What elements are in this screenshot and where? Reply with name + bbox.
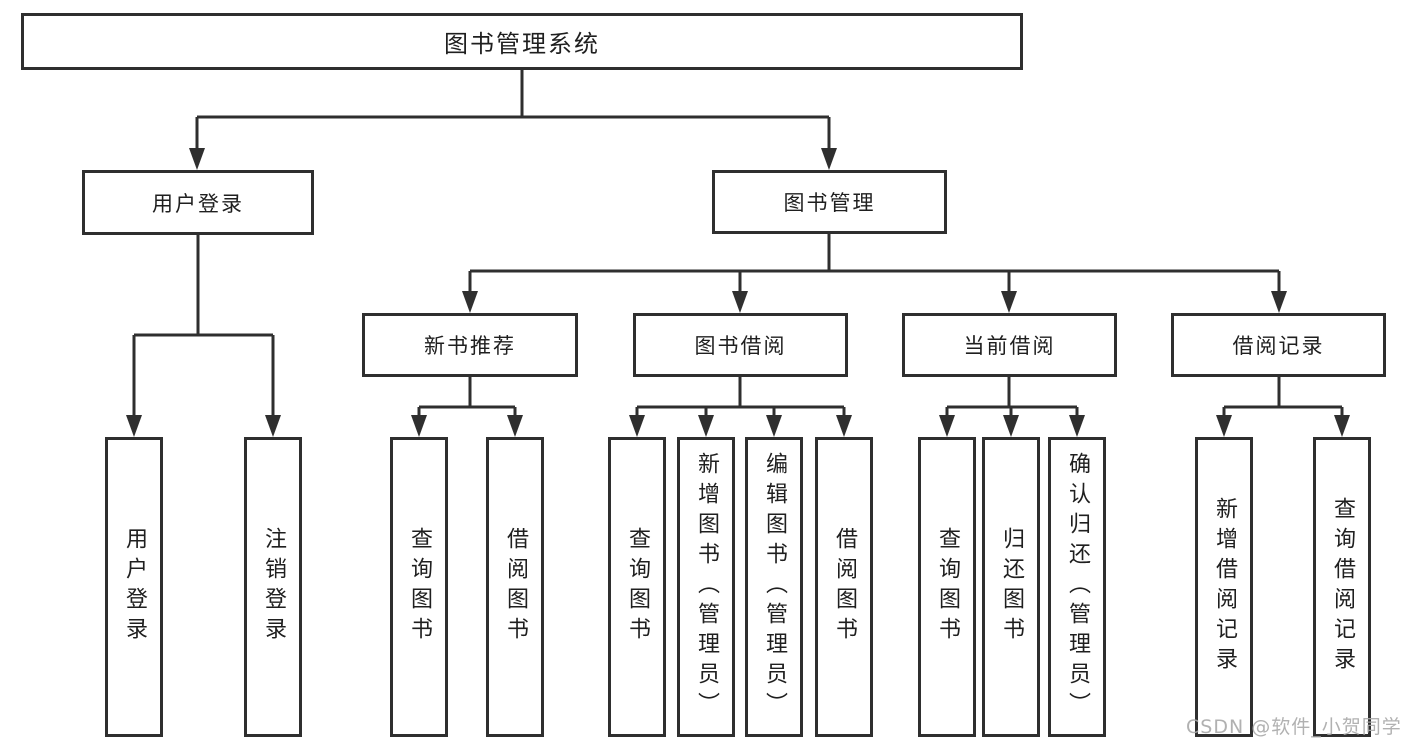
watermark: CSDN @软件_小贺同学 xyxy=(1186,716,1402,738)
node-library-management-system: 图书管理系统 xyxy=(21,13,1023,70)
node-label: 查询借阅记录 xyxy=(1330,497,1355,677)
node-label: 当前借阅 xyxy=(963,334,1056,358)
node-leaf-borrow-books-recommend: 借阅图书 xyxy=(486,437,544,737)
node-label: 借阅图书 xyxy=(832,527,857,647)
node-leaf-query-books-borrow: 查询图书 xyxy=(608,437,666,737)
node-leaf-borrow-books: 借阅图书 xyxy=(815,437,873,737)
node-label: 编辑图书（管理员） xyxy=(762,452,787,722)
node-label: 新增图书（管理员） xyxy=(694,452,719,722)
node-leaf-query-books-recommend: 查询图书 xyxy=(390,437,448,737)
node-leaf-confirm-return-admin: 确认归还（管理员） xyxy=(1048,437,1106,737)
node-book-management: 图书管理 xyxy=(712,170,947,234)
node-label: 查询图书 xyxy=(935,527,960,647)
node-label: 新增借阅记录 xyxy=(1212,497,1237,677)
node-label: 借阅记录 xyxy=(1232,334,1325,358)
node-leaf-logout: 注销登录 xyxy=(244,437,302,737)
node-label: 图书管理 xyxy=(783,191,876,215)
node-label: 注销登录 xyxy=(261,527,286,647)
node-label: 确认归还（管理员） xyxy=(1065,452,1090,722)
node-label: 用户登录 xyxy=(122,527,147,647)
node-label: 查询图书 xyxy=(625,527,650,647)
node-leaf-add-borrow-record: 新增借阅记录 xyxy=(1195,437,1253,737)
node-leaf-query-books-current: 查询图书 xyxy=(918,437,976,737)
node-leaf-add-books-admin: 新增图书（管理员） xyxy=(677,437,735,737)
node-leaf-user-login: 用户登录 xyxy=(105,437,163,737)
node-borrow-record: 借阅记录 xyxy=(1171,313,1386,377)
node-new-book-recommend: 新书推荐 xyxy=(362,313,578,377)
node-label: 新书推荐 xyxy=(424,334,516,358)
node-label: 归还图书 xyxy=(999,527,1024,647)
node-leaf-query-borrow-record: 查询借阅记录 xyxy=(1313,437,1371,737)
node-user-login: 用户登录 xyxy=(82,170,314,235)
node-current-borrow: 当前借阅 xyxy=(902,313,1117,377)
node-label: 用户登录 xyxy=(152,191,244,216)
node-leaf-return-books: 归还图书 xyxy=(982,437,1040,737)
node-label: 借阅图书 xyxy=(503,527,528,647)
node-label: 图书借阅 xyxy=(694,334,787,358)
node-label: 图书管理系统 xyxy=(444,30,600,58)
node-book-borrow: 图书借阅 xyxy=(633,313,848,377)
node-leaf-edit-books-admin: 编辑图书（管理员） xyxy=(745,437,803,737)
node-label: 查询图书 xyxy=(407,527,432,647)
